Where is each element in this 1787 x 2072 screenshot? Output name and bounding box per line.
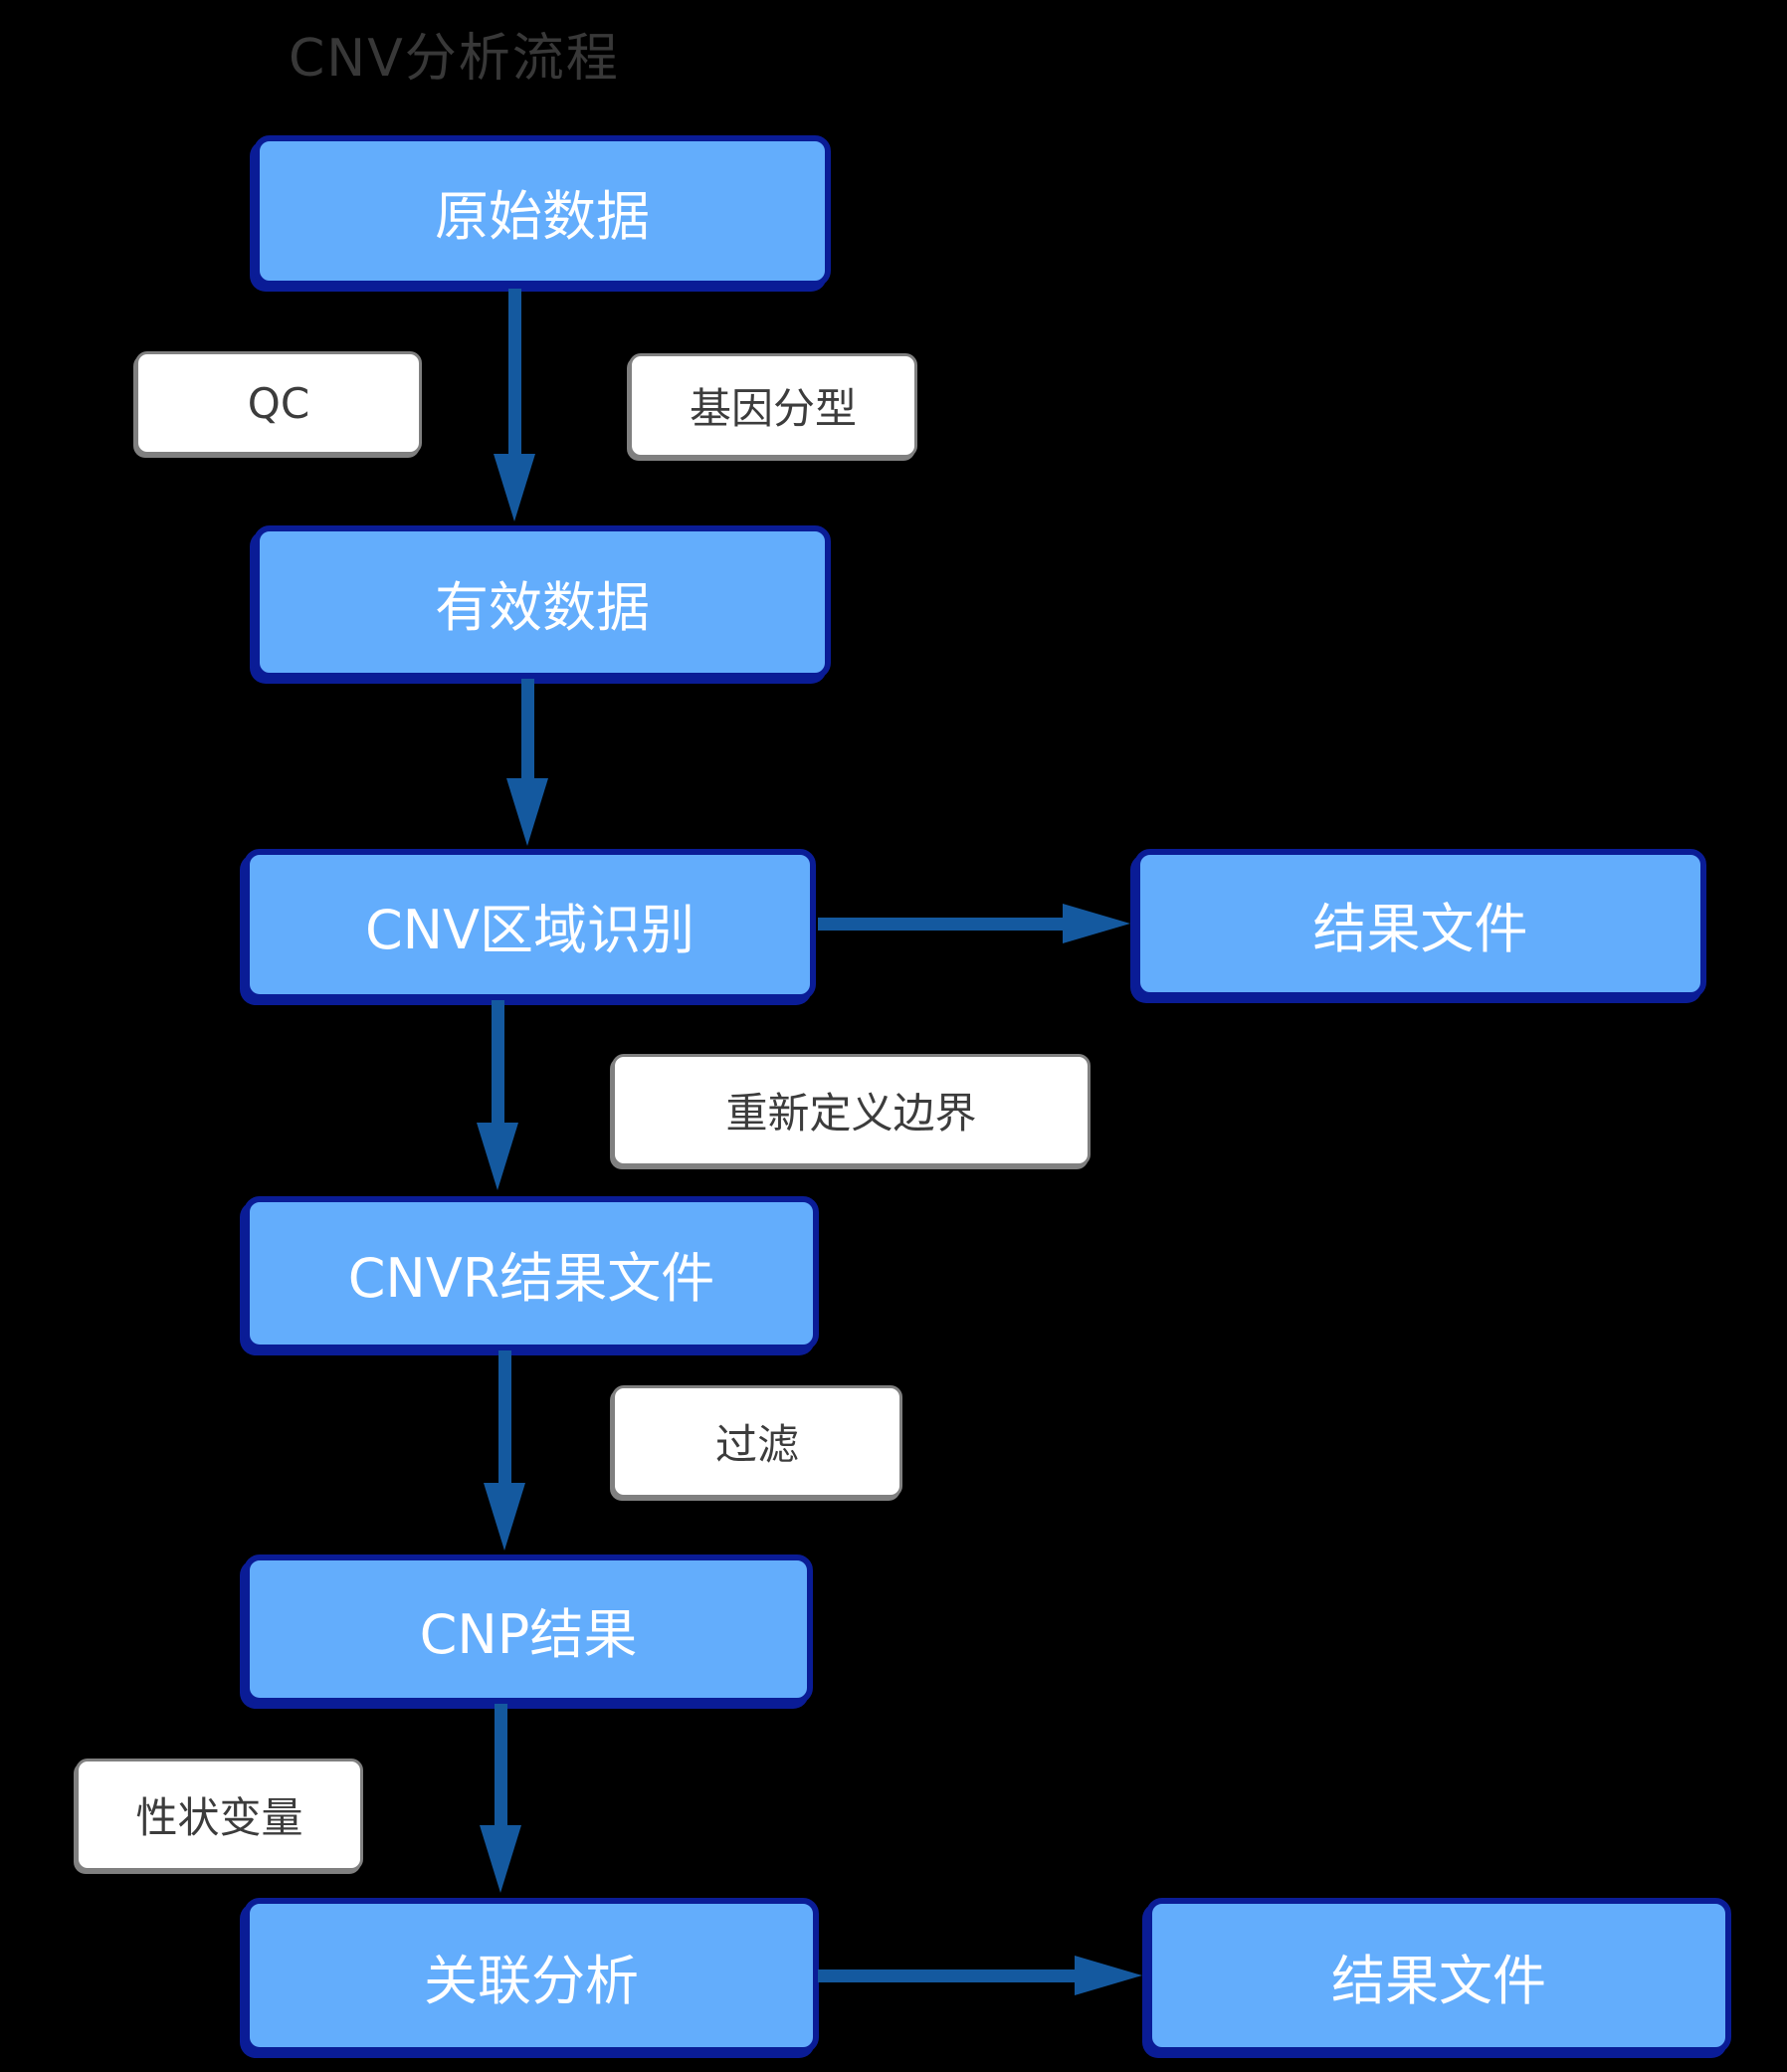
node-result-file-bottom: 结果文件 [1146,1898,1731,2053]
arrow-stem [495,1704,507,1827]
node-valid-data: 有效数据 [254,525,831,679]
page-title: CNV分析流程 [289,29,620,89]
arrow-stem [498,1350,511,1485]
node-association: 关联分析 [244,1898,819,2053]
edge-label-trait-variable: 性状变量 [76,1759,363,1871]
arrow-stem [818,918,1065,931]
arrow-head-right-icon [1063,904,1130,943]
arrow-head-down-icon [477,1123,518,1190]
arrow-stem [818,1969,1075,1982]
arrow-head-down-icon [506,778,548,846]
arrow-stem [508,289,521,456]
arrow-head-right-icon [1075,1956,1142,1995]
arrow-stem [492,1000,504,1125]
edge-label-redefine-boundary: 重新定义边界 [612,1054,1091,1166]
arrow-stem [521,679,534,780]
node-cnvr-result: CNVR结果文件 [244,1196,819,1350]
edge-label-genotyping: 基因分型 [629,353,917,458]
node-cnv-region: CNV区域识别 [244,849,816,1000]
arrow-head-down-icon [494,454,535,521]
arrow-head-down-icon [484,1483,525,1551]
edge-label-filter: 过滤 [612,1385,902,1498]
arrow-head-down-icon [480,1825,521,1893]
node-cnp-result: CNP结果 [244,1554,813,1704]
node-result-file-top: 结果文件 [1134,849,1706,998]
node-raw-data: 原始数据 [254,135,831,287]
edge-label-qc: QC [135,351,422,455]
